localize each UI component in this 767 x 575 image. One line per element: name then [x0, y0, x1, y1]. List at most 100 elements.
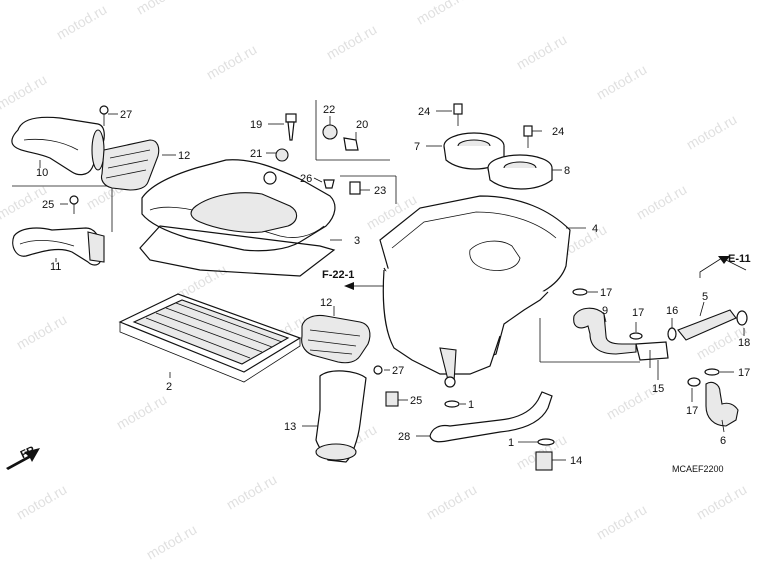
callout-1-lower: 1 [508, 437, 514, 449]
air-cleaner-case [379, 195, 571, 388]
clip-16 [667, 327, 677, 341]
callout-4: 4 [592, 223, 598, 235]
callout-25-upper: 25 [42, 199, 54, 211]
watermark-text: motod.ru [114, 391, 170, 432]
watermark-text: motod.ru [144, 521, 200, 562]
callout-18: 18 [738, 337, 750, 349]
funnel-duct [315, 370, 367, 463]
arrow-up-icon [718, 256, 730, 264]
watermark-text: motod.ru [14, 311, 70, 352]
bolt-24-lower [523, 125, 533, 148]
callout-24-lower: 24 [552, 126, 564, 138]
watermark-text: motod.ru [0, 71, 49, 112]
callout-8: 8 [564, 165, 570, 177]
callout-17-b: 17 [632, 307, 644, 319]
callout-5: 5 [702, 291, 708, 303]
callout-17-a: 17 [600, 287, 612, 299]
callout-12-lower: 12 [320, 297, 332, 309]
ref-f22-label: F-22-1 [322, 269, 354, 281]
callout-27-lower: 27 [392, 365, 404, 377]
bolt-23 [349, 181, 361, 195]
clip-1-lower [537, 438, 555, 446]
callout-28: 28 [398, 431, 410, 443]
leader-lines [39, 110, 745, 461]
callout-17-c: 17 [738, 367, 750, 379]
callout-13: 13 [284, 421, 296, 433]
reference-labels: F-22-1 E-11 FR. MCAEF2200 [19, 253, 751, 474]
watermark-text: motod.ru [594, 61, 650, 102]
clip-26 [323, 179, 335, 189]
clip-17-a [572, 288, 588, 296]
callout-17-d: 17 [686, 405, 698, 417]
clip-17-d [687, 377, 701, 387]
screw-19 [285, 113, 297, 141]
diagram-code: MCAEF2200 [672, 464, 724, 474]
callout-26: 26 [300, 173, 312, 185]
breather-hoses [429, 307, 739, 443]
watermark-text: motod.ru [604, 381, 660, 422]
seal-ring-7 [443, 132, 505, 170]
callout-27-upper: 27 [120, 109, 132, 121]
callout-15: 15 [652, 383, 664, 395]
bolt-25-upper [69, 195, 79, 214]
air-duct-upper [11, 116, 105, 176]
callout-24-upper: 24 [418, 106, 430, 118]
callout-16: 16 [666, 305, 678, 317]
callout-20: 20 [356, 119, 368, 131]
callout-12-upper: 12 [178, 150, 190, 162]
callout-21: 21 [250, 148, 262, 160]
nut-21 [275, 148, 289, 162]
clip-17-b [629, 332, 643, 340]
watermark-text: motod.ru [634, 181, 690, 222]
callout-9: 9 [602, 305, 608, 317]
clip-1-upper [444, 400, 460, 408]
screw-25-lower [385, 391, 399, 407]
duct-box-lower [301, 314, 371, 364]
callout-10: 10 [36, 167, 48, 179]
watermark-text: motod.ru [134, 0, 190, 18]
watermark-text: motod.ru [514, 31, 570, 72]
cap-14 [535, 451, 553, 471]
clip-18 [736, 310, 748, 326]
watermark-text: motod.ru [204, 41, 260, 82]
watermark-text: motod.ru [684, 111, 740, 152]
watermark-text: motod.ru [414, 0, 470, 28]
ref-e11-label: E-11 [728, 253, 751, 265]
bolt-27-lower [373, 365, 383, 375]
grommet-22 [322, 124, 338, 140]
front-label: FR. [19, 443, 40, 461]
watermark-text: motod.ru [424, 481, 480, 522]
divider-lines [12, 100, 397, 232]
duct-box-upper [100, 139, 160, 191]
callout-14: 14 [570, 455, 582, 467]
bolt-27-upper [99, 105, 109, 126]
callout-19: 19 [250, 119, 262, 131]
reference-arrows [6, 256, 747, 470]
arrow-left-icon [344, 282, 354, 290]
watermark-text: motod.ru [694, 481, 750, 522]
fasteners [69, 103, 748, 471]
air-cleaner-cover [139, 159, 336, 277]
bolt-24-upper [453, 103, 463, 126]
air-duct-lower [12, 227, 105, 266]
clip-17-c [704, 368, 720, 376]
watermark-text: motod.ru [14, 481, 70, 522]
callout-2: 2 [166, 381, 172, 393]
callout-3: 3 [354, 235, 360, 247]
callout-labels: 27 12 10 25 11 19 21 22 20 26 23 3 24 24… [36, 104, 750, 467]
watermark-text: motod.ru [594, 501, 650, 542]
air-filter-element [118, 293, 302, 383]
watermark-text: motod.ru [224, 471, 280, 512]
seal-ring-8 [487, 154, 553, 190]
callout-11: 11 [50, 261, 61, 273]
watermark-text: motod.ru [324, 21, 380, 62]
callout-1-upper: 1 [468, 399, 474, 411]
callout-23: 23 [374, 185, 386, 197]
callout-7: 7 [414, 141, 420, 153]
callout-22: 22 [323, 104, 335, 116]
watermark-layer: motod.ru motod.ru motod.ru motod.ru motod.ru… [0, 0, 749, 563]
callout-25-lower: 25 [410, 395, 422, 407]
front-arrow-icon [6, 448, 40, 470]
